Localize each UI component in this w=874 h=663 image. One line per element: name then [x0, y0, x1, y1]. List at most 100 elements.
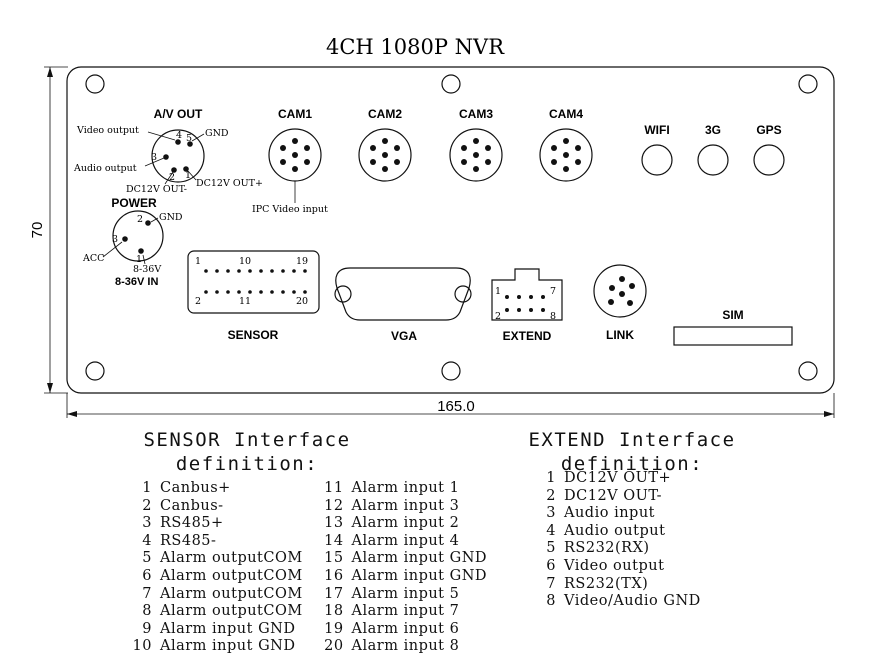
definition-pin-number: 12 — [324, 497, 344, 514]
sensor-pin — [237, 269, 241, 273]
cam-connector-3: CAM3 — [449, 107, 503, 182]
cam-label: CAM4 — [549, 107, 583, 121]
sensor-pin — [281, 290, 285, 294]
cam-label: CAM3 — [459, 107, 493, 121]
cam-connector-1: CAM1 IPC Video input — [252, 107, 328, 215]
svg-text:19: 19 — [296, 256, 308, 267]
definition-pin-function: Alarm input 6 — [351, 620, 460, 637]
antenna-3g: 3G — [697, 123, 729, 176]
sim-label: SIM — [722, 308, 743, 322]
sensor-pin — [292, 290, 296, 294]
antenna-label: GPS — [756, 123, 781, 137]
definition-pin-number: 9 — [142, 620, 152, 637]
power-sublabel: 8-36V IN — [115, 276, 158, 288]
definition-row: 20 Alarm input 8 — [316, 638, 512, 656]
svg-text:8: 8 — [550, 311, 556, 322]
link-connector: LINK — [593, 264, 647, 342]
sensor-pin — [303, 269, 307, 273]
definition-row: 12 Alarm input 3 — [316, 498, 512, 516]
svg-text:7: 7 — [550, 286, 556, 297]
svg-text:2: 2 — [137, 214, 143, 225]
mounting-hole — [85, 361, 105, 381]
svg-text:3: 3 — [151, 152, 157, 163]
definition-pin-function: Canbus+ — [160, 480, 231, 496]
definition-pin-number: 8 — [142, 603, 152, 620]
sensor-pin — [226, 269, 230, 273]
sensor-connector: 1 10 19 2 11 20 SENSOR — [187, 250, 320, 342]
definition-pin-function: Alarm outputCOM — [160, 603, 303, 620]
svg-text:5: 5 — [186, 133, 192, 144]
svg-text:2: 2 — [495, 311, 501, 322]
sensor-pin — [270, 269, 274, 273]
extend-definition-title: EXTEND Interface definition: — [528, 429, 736, 475]
av-out-audio-output-label: Audio output — [73, 163, 137, 174]
definition-row: 6 Alarm outputCOM — [124, 568, 316, 586]
definition-pin-number: 10 — [132, 638, 152, 655]
definition-pin-number: 16 — [324, 567, 344, 584]
definition-pin-number: 15 — [324, 550, 344, 567]
mounting-hole — [441, 361, 461, 381]
sensor-pin — [248, 269, 252, 273]
definition-row: 16 Alarm input GND — [316, 568, 512, 586]
definition-pin-number: 4 — [142, 532, 152, 549]
definition-row: 4 RS485- — [124, 533, 316, 551]
antenna-gps: GPS — [753, 123, 785, 176]
sensor-pin — [215, 290, 219, 294]
definition-pin-number: 5 — [142, 550, 152, 567]
definition-pin-number: 2 — [142, 497, 152, 514]
width-dimension-value: 165.0 — [437, 398, 475, 415]
sensor-pin — [270, 290, 274, 294]
extend-label: EXTEND — [503, 329, 552, 343]
av-out-video-output-label: Video output — [76, 125, 139, 136]
svg-text:2: 2 — [169, 172, 175, 183]
svg-text:3: 3 — [112, 234, 118, 245]
svg-text:20: 20 — [296, 296, 308, 307]
definition-pin-function: Alarm outputCOM — [160, 567, 303, 584]
definition-pin-number: 6 — [546, 557, 556, 574]
cam-connector-4: CAM4 — [539, 107, 593, 182]
vga-connector: VGA — [334, 267, 472, 343]
extend-connector: 1 7 2 8 EXTEND — [491, 268, 563, 343]
definition-row: 8 Alarm outputCOM — [124, 603, 316, 621]
power-volt-label: 8-36V — [133, 264, 161, 275]
av-out-connector: A/V OUT 4 5 3 2 1 Video output GND Audio… — [73, 107, 263, 195]
definition-pin-function: Alarm input 8 — [351, 638, 460, 655]
sensor-pin — [204, 290, 208, 294]
definition-pin-function: RS232(TX) — [564, 575, 649, 592]
definition-pin-function: Alarm input 4 — [351, 532, 460, 549]
definition-pin-function: Alarm input GND — [351, 567, 488, 584]
definition-pin-function: Alarm input 3 — [351, 497, 460, 514]
svg-text:1: 1 — [185, 170, 191, 181]
definition-pin-function: RS485- — [160, 532, 217, 549]
svg-text:10: 10 — [239, 256, 251, 267]
definition-pin-function: Alarm input 7 — [351, 603, 460, 620]
cam-label: CAM1 — [278, 107, 312, 121]
definition-pin-function: RS232(RX) — [564, 540, 650, 557]
power-gnd-label: GND — [159, 212, 183, 223]
link-label: LINK — [606, 328, 634, 342]
antenna-wifi: WIFI — [641, 123, 673, 176]
svg-text:1: 1 — [195, 256, 201, 267]
definition-pin-number: 20 — [324, 638, 344, 655]
height-dimension-value: 70 — [29, 222, 46, 239]
definition-pin-function: Canbus- — [160, 497, 224, 514]
vga-label: VGA — [391, 329, 417, 343]
definition-pin-number: 6 — [142, 567, 152, 584]
svg-text:1: 1 — [495, 286, 501, 297]
